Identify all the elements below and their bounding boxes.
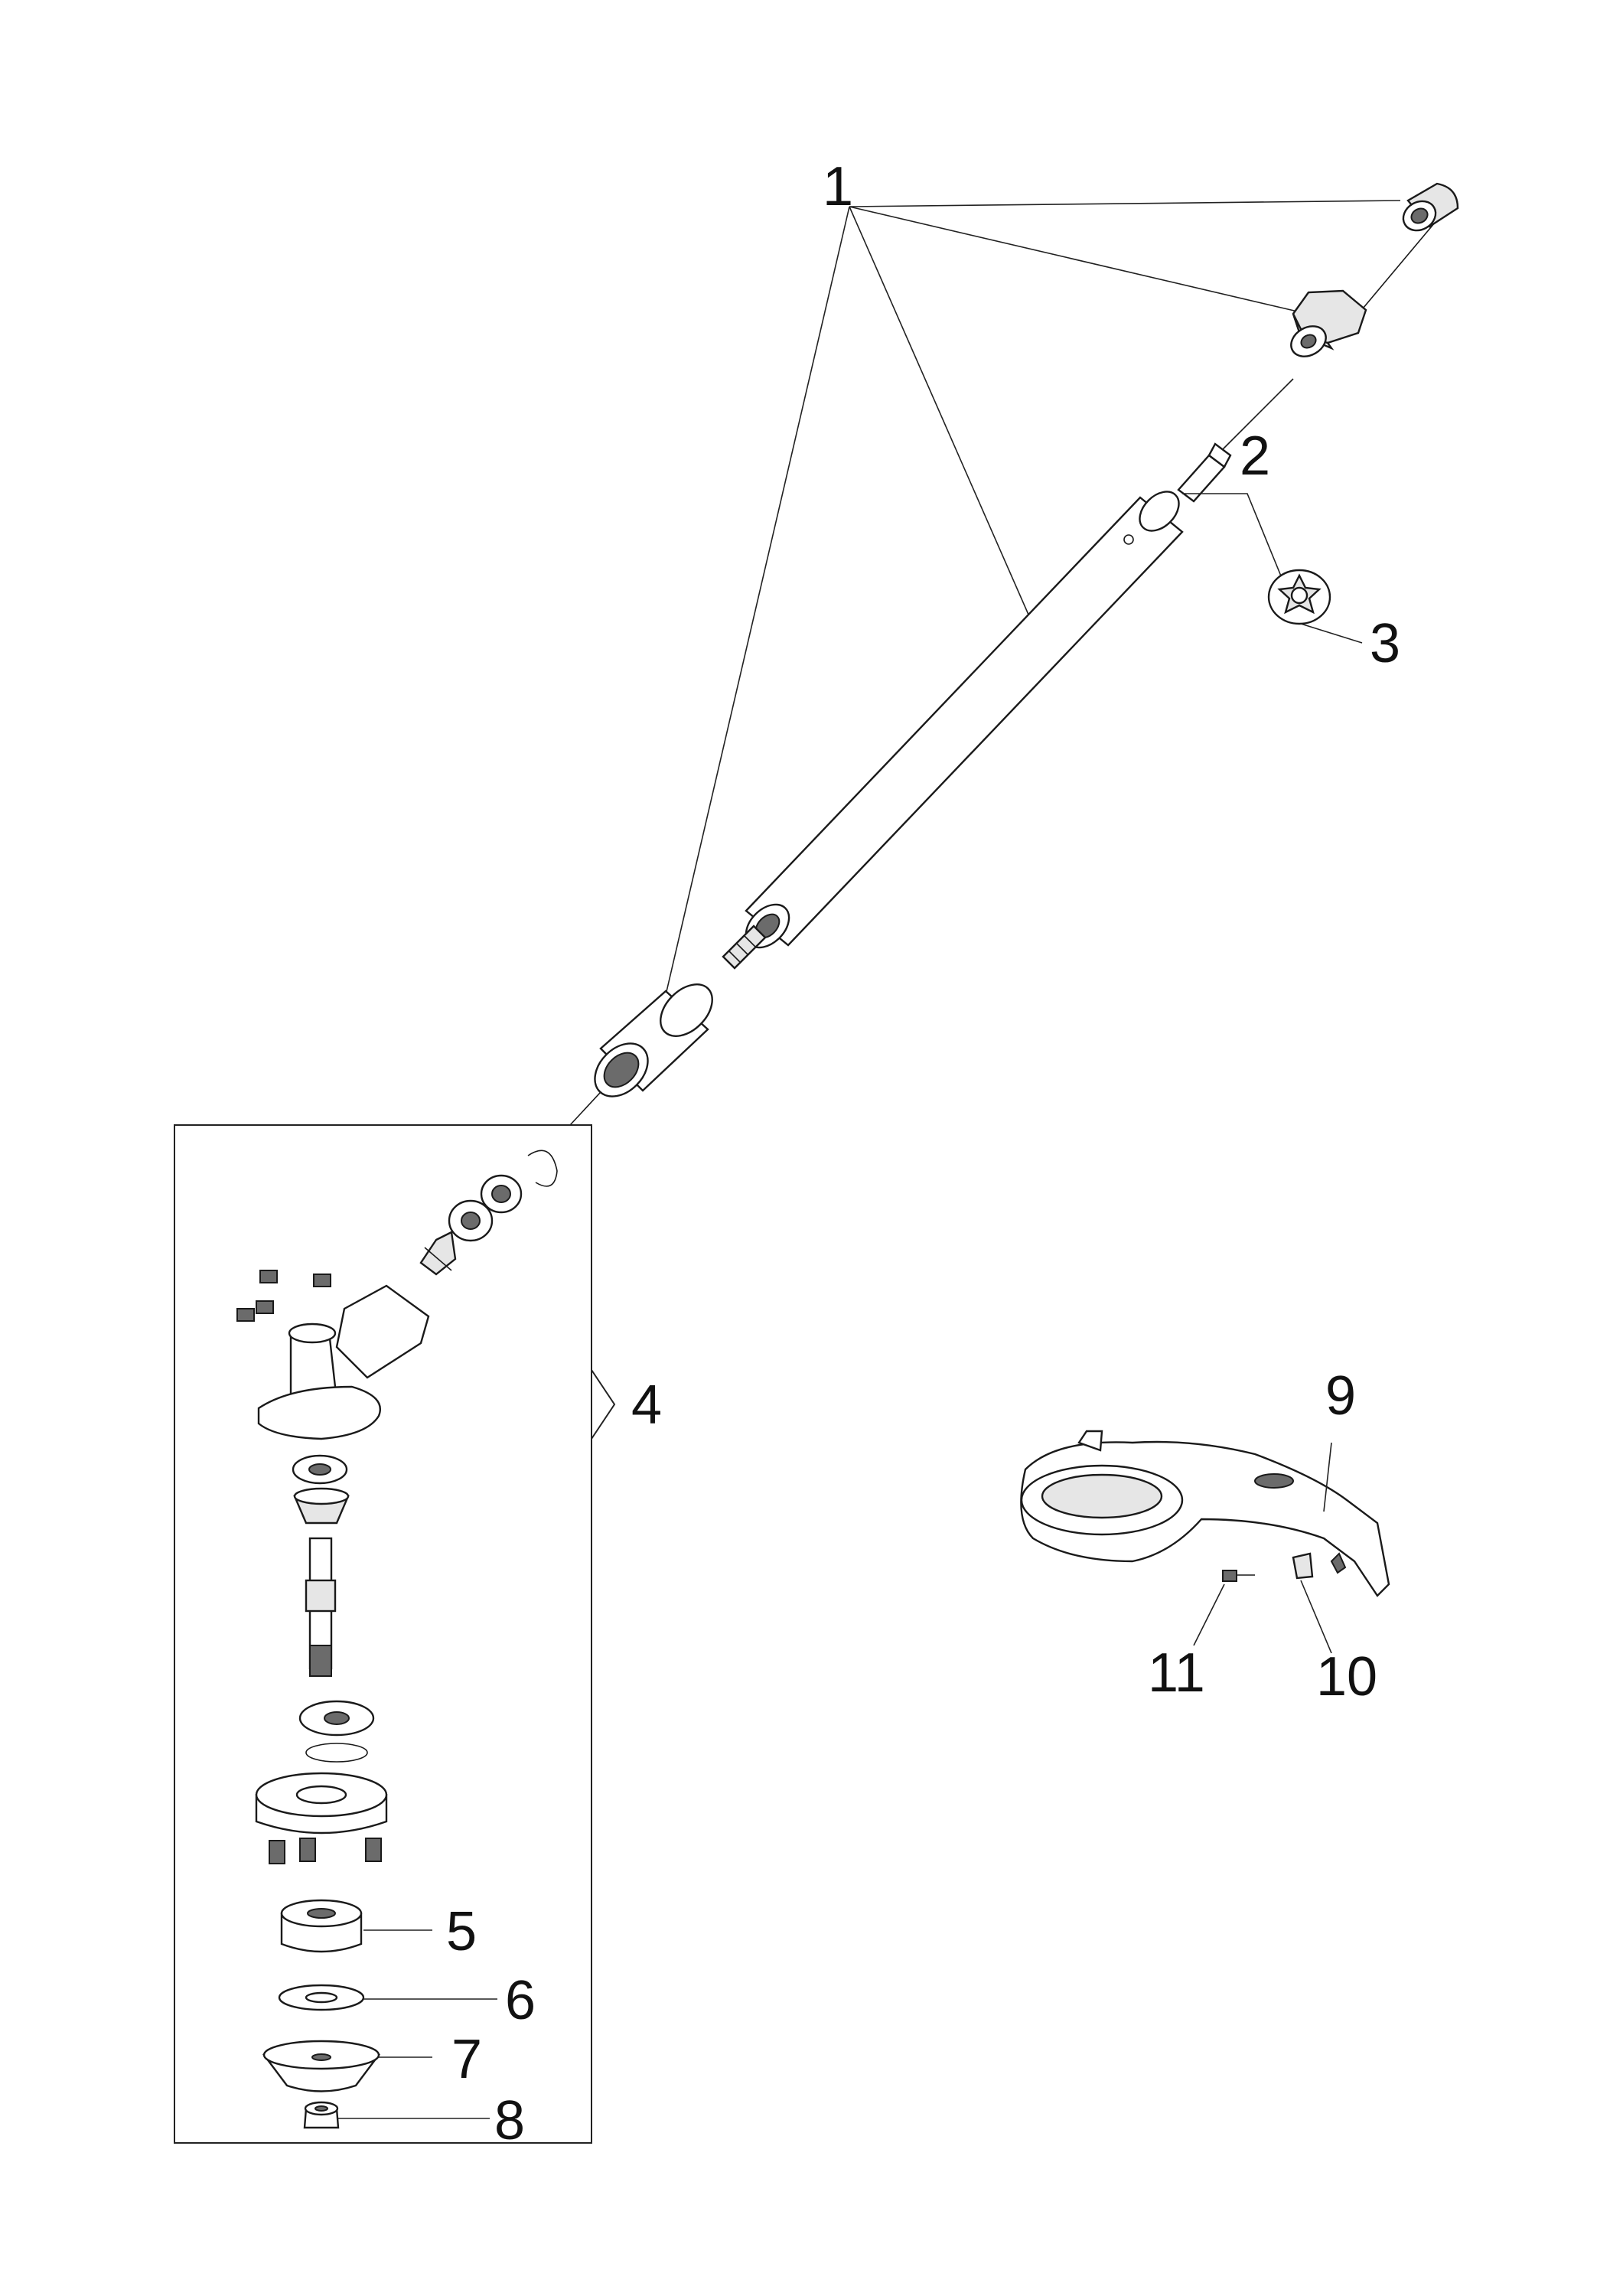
square-drive-end [1177,442,1232,503]
drive-tube [745,491,1184,949]
cup-cover [262,2040,381,2092]
callout-7: 7 [451,2029,482,2090]
leader-lines-part-2-3 [1182,493,1363,644]
hex-coupling [1290,289,1367,357]
callout-4: 4 [631,1375,662,1436]
grass-guard [1020,1430,1390,1597]
callout-2: 2 [1240,426,1270,487]
gearhead-parts [236,1150,558,1864]
callout-6: 6 [505,1970,536,2031]
callout-1: 1 [823,156,853,217]
leader-lines-part-9-11 [1193,1442,1332,1654]
callout-8: 8 [494,2090,525,2151]
line-cutter-blade [1292,1552,1314,1580]
callout-3: 3 [1370,613,1400,674]
splined-shaft-end [722,925,767,970]
thrust-washer [278,1984,365,2011]
blade-holder-support [280,1899,363,1953]
callout-11: 11 [1148,1642,1205,1704]
leader-lines-part-1 [665,200,1401,996]
bushing-small [1402,182,1459,232]
guard-screw [1222,1570,1255,1582]
gearhead-assembly-frame [174,1124,616,2144]
star-lock-washer [1267,569,1331,625]
callout-10: 10 [1316,1646,1377,1707]
callout-5: 5 [446,1901,477,1962]
leader-lines-part-5-8 [338,1929,497,2119]
callout-9: 9 [1325,1365,1356,1427]
shaft-sleeve [594,983,713,1097]
lock-nut [303,2101,340,2129]
